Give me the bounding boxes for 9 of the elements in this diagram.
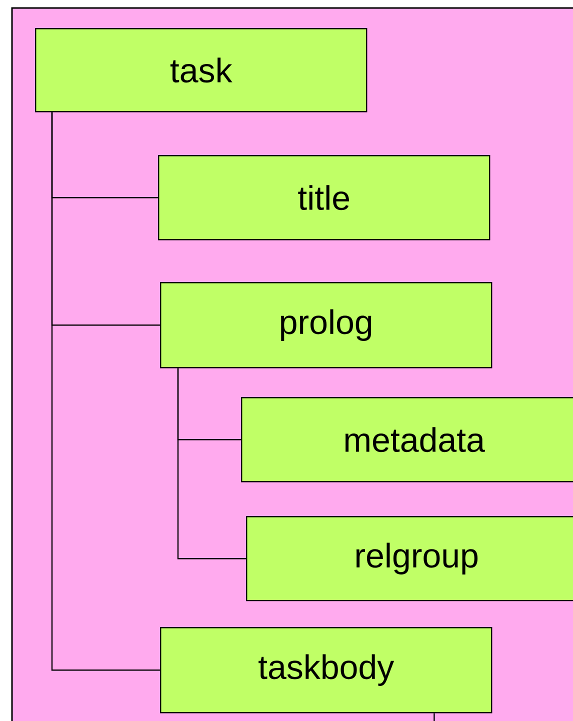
element-box: metadata (241, 397, 573, 482)
element-box: prolog (160, 282, 492, 368)
element-box: taskbody (160, 627, 492, 714)
element-box: task (35, 28, 368, 112)
connector-line (51, 112, 160, 671)
element-box: title (158, 155, 490, 240)
element-box: relgroup (246, 516, 573, 602)
connector-line (177, 368, 246, 560)
connector-line (434, 713, 435, 721)
